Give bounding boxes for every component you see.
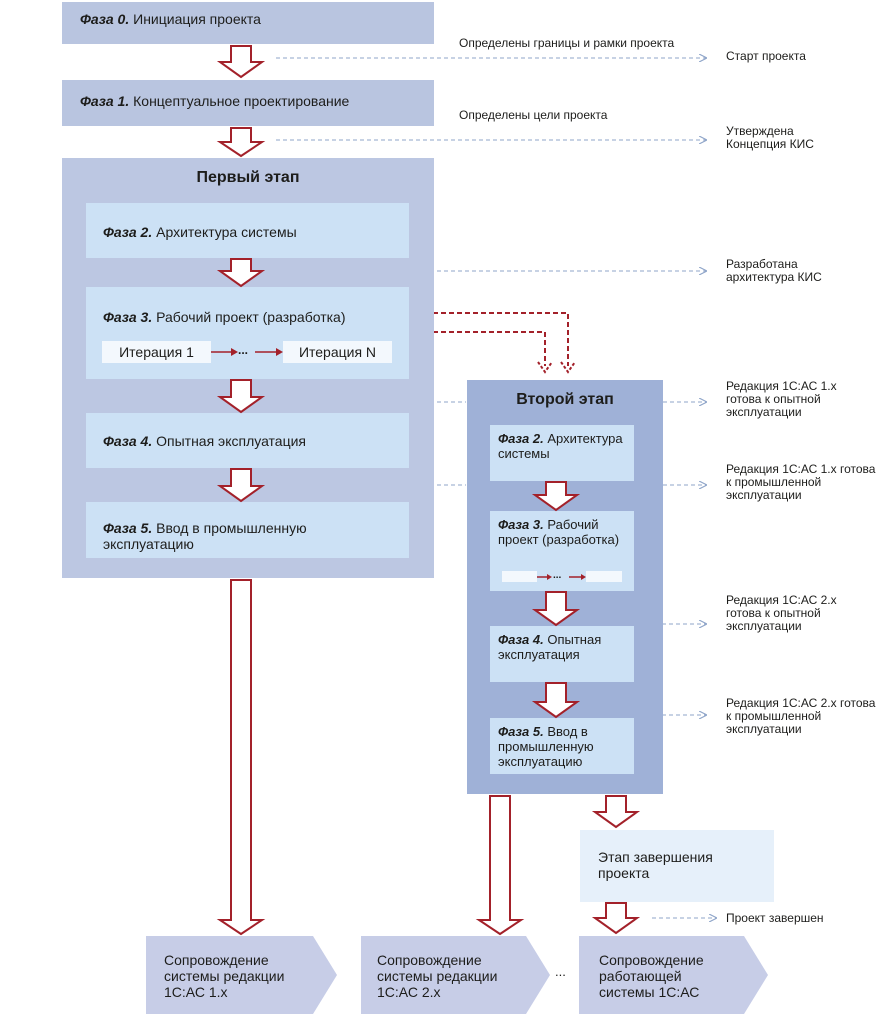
stage-1-phase-2-label: Архитектура системы [156, 224, 297, 240]
completion-stage-box: Этап завершения проекта [580, 830, 774, 902]
stage-1-phase-5-label: Ввод в промышленную эксплуатацию [103, 520, 307, 552]
stage-1-phase-3-label: Рабочий проект (разработка) [156, 309, 346, 325]
completion-arrow-in [591, 795, 641, 829]
stage-link-heads [537, 361, 576, 374]
stage-1-phase-2-number: 2. [140, 224, 153, 240]
stage-1-phase-5-number: 5. [140, 520, 153, 536]
stage-2-phase-2-label: Архитектура системы [498, 431, 623, 461]
stage-2-phase-5-number: 5. [532, 724, 544, 739]
phase-1-box: Фаза 1. Концептуальное проектирование [62, 80, 434, 126]
support-arrow-2 [475, 795, 525, 936]
stage-2-phase-3-label: Рабочий проект (разработка) [498, 517, 620, 547]
stage-1-phase-2-box: Фаза 2. Архитектура системы [86, 203, 409, 258]
stage-1-phase-3-number: 3. [140, 309, 153, 325]
stage-2-iteration-ellipsis: ... [553, 570, 562, 581]
phase-0-label: Инициация проекта [133, 11, 261, 27]
phase-1-number: 1. [117, 93, 130, 109]
stage-1-phase-4-prefix: Фаза [103, 433, 137, 449]
support-shape-3 [579, 936, 768, 1014]
phase-1-label: Концептуальное проектирование [133, 93, 350, 109]
stage-2-phase-2-prefix: Фаза [498, 431, 530, 446]
stage-2-phase-2-box: Фаза 2. Архитектура системы [490, 425, 634, 481]
stage-2-iteration-first [502, 571, 537, 582]
stage-2-phase-2-number: 2. [532, 431, 544, 446]
milestone-2x-pilot: Редакция 1С:АС 2.x готова к опытной эксп… [726, 593, 837, 633]
flow-arrow-s2-2-3 [531, 481, 581, 512]
support-2-label: Сопровождение системы редакции 1С:АС 2.x [377, 952, 498, 1000]
flow-arrow-s1-3-4 [216, 379, 266, 414]
stage-2-phase-5-box: Фаза 5. Ввод в промышленную эксплуатацию [490, 718, 634, 774]
stage-2-phase-4-label: Опытная эксплуатация [498, 632, 602, 662]
note-boundaries: Определены границы и рамки проекта [459, 36, 675, 50]
milestone-1x-pilot: Редакция 1С:АС 1.x готова к опытной эксп… [726, 379, 837, 419]
flow-arrow-s1-2-3 [216, 258, 266, 288]
flow-arrow-s1-4-5 [216, 468, 266, 503]
flow-arrow-s2-4-5 [531, 682, 581, 719]
milestone-2x-production: Редакция 1С:АС 2.x готова к промышленной… [726, 696, 876, 736]
milestone-finished: Проект завершен [726, 911, 824, 925]
stage-2-phase-3-prefix: Фаза [498, 517, 530, 532]
iteration-first: Итерация 1 [102, 341, 211, 363]
flow-arrow-s2-3-4 [531, 591, 581, 627]
milestone-concept: Утверждена Концепция КИС [726, 124, 814, 151]
support-ellipsis: ... [555, 964, 566, 979]
stage-2-phase-4-box: Фаза 4. Опытная эксплуатация [490, 626, 634, 682]
stage-2-phase-3-number: 3. [532, 517, 544, 532]
stage-2-phase-5-prefix: Фаза [498, 724, 530, 739]
stage-1-phase-3-box: Фаза 3. Рабочий проект (разработка) [86, 287, 409, 379]
support-3-label: Сопровождение работающей системы 1С:АС [599, 952, 704, 1000]
support-shape-1 [146, 936, 337, 1014]
stage-2-phase-4-prefix: Фаза [498, 632, 530, 647]
stage-2-iteration-last [586, 571, 622, 582]
completion-arrow-out [591, 902, 641, 935]
iteration-last: Итерация N [283, 341, 392, 363]
support-1-label: Сопровождение системы редакции 1С:АС 1.x [164, 952, 285, 1000]
stage-1-phase-5-box: Фаза 5. Ввод в промышленную эксплуатацию [86, 502, 409, 558]
phase-0-box: Фаза 0. Инициация проекта [62, 2, 434, 44]
milestone-start: Старт проекта [726, 49, 806, 63]
stage-link-dashed [433, 312, 569, 366]
support-shape-2 [361, 936, 550, 1014]
stage-2-iteration-arrows [537, 574, 586, 580]
stage-2-title: Второй этап [516, 391, 614, 408]
flow-arrow-0-1 [216, 45, 266, 79]
note-goals: Определены цели проекта [459, 108, 608, 122]
stage-2-phase-4-number: 4. [532, 632, 544, 647]
phase-0-number: 0. [117, 11, 130, 27]
iteration-ellipsis: ... [238, 343, 249, 357]
flow-arrow-1-s1 [216, 127, 266, 158]
stage-1-phase-4-label: Опытная эксплуатация [156, 433, 307, 449]
milestone-architecture: Разработана архитектура КИС [726, 257, 822, 284]
stage-1-phase-4-box: Фаза 4. Опытная эксплуатация [86, 413, 409, 468]
iteration-arrows [211, 348, 283, 356]
support-arrow-1 [216, 579, 266, 936]
stage-1-phase-5-prefix: Фаза [103, 520, 137, 536]
stage-1-phase-3-prefix: Фаза [103, 309, 137, 325]
stage-1-title: Первый этап [196, 169, 300, 186]
stage-1-phase-4-number: 4. [140, 433, 153, 449]
phase-1-prefix: Фаза [80, 93, 114, 109]
stage-1-phase-2-prefix: Фаза [103, 224, 137, 240]
phase-0-prefix: Фаза [80, 11, 114, 27]
stage-2-phase-5-label: Ввод в промышленную эксплуатацию [498, 724, 594, 769]
milestone-1x-production: Редакция 1С:АС 1.x готова к промышленной… [726, 462, 876, 502]
